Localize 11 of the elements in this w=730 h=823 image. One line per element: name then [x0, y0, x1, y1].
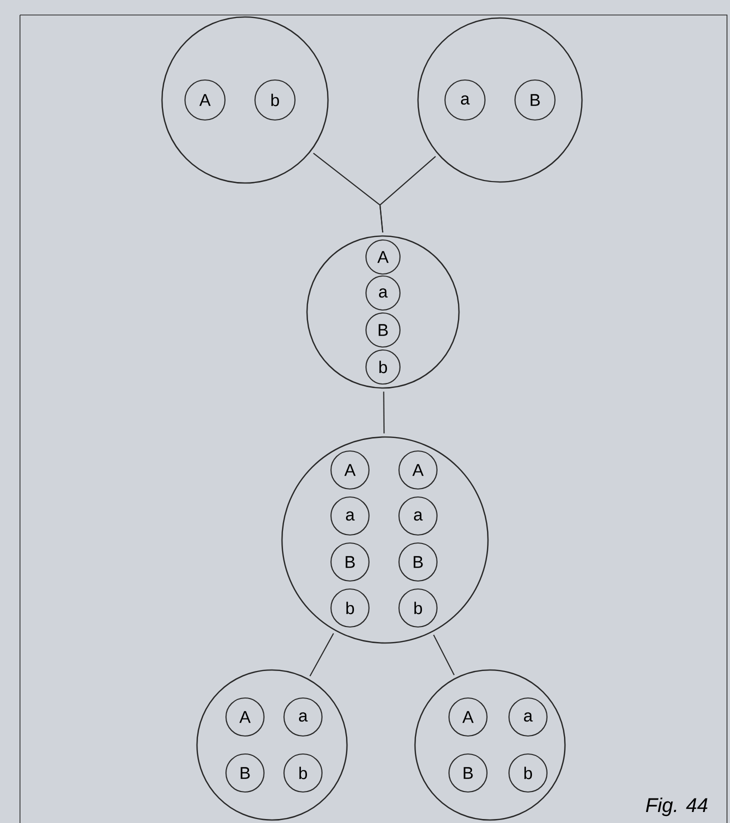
- connector-line: [433, 634, 455, 676]
- cell-circle: [306, 235, 460, 389]
- cell-circle: [281, 436, 489, 644]
- cell-circle: [196, 669, 348, 821]
- connector-line: [383, 392, 385, 434]
- figure-number: Fig. 44: [646, 798, 708, 816]
- cell-circle: [417, 17, 583, 183]
- cell-circle: [414, 669, 566, 821]
- connector-line: [379, 156, 436, 232]
- connector-line: [309, 633, 334, 676]
- cell-circle: [161, 16, 329, 184]
